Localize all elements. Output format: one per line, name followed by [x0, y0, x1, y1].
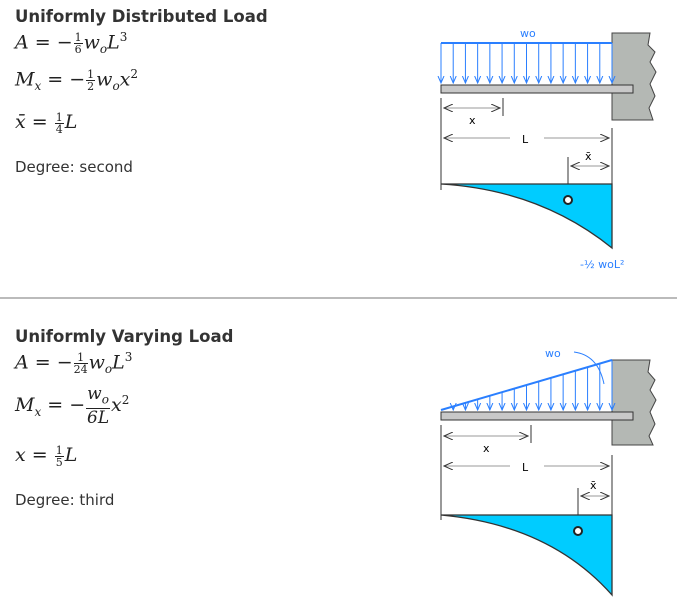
- formula-term: x: [34, 405, 42, 419]
- moment-area: [440, 183, 613, 250]
- denominator: 6: [74, 42, 82, 56]
- xbar-label: x̄: [590, 479, 597, 492]
- formula-term: o: [99, 42, 108, 57]
- beam: [440, 411, 634, 421]
- formula-term: x: [34, 79, 42, 94]
- formula-term: x: [15, 444, 26, 466]
- formula-term: 3: [119, 30, 128, 44]
- formula-term: o: [104, 362, 113, 377]
- formula-term: o: [112, 79, 120, 94]
- formula-term: L: [107, 31, 120, 54]
- formula-term: A: [15, 31, 29, 54]
- formula-term: M: [15, 394, 35, 417]
- section-title-uvl: Uniformly Varying Load: [15, 327, 234, 346]
- formula-term: = −: [41, 68, 86, 91]
- load-arrows: [453, 360, 612, 410]
- formula-term: 2: [121, 392, 130, 407]
- formula-term: = −: [28, 31, 73, 54]
- formula-term: A: [15, 351, 29, 374]
- L-dimension-label: L: [522, 133, 529, 146]
- denominator: 2: [87, 79, 95, 93]
- load-label: wo: [520, 27, 536, 40]
- udl-diagram: wo x L x̄ -½ woL²: [440, 27, 657, 271]
- numerator: 1: [54, 443, 64, 457]
- denominator: 6L: [87, 408, 110, 429]
- wall: [611, 32, 657, 121]
- load-label: wo: [545, 347, 561, 360]
- centroid-marker: [563, 195, 573, 205]
- formula-term: w: [96, 68, 113, 91]
- numerator: 1: [73, 30, 83, 44]
- L-dimension-label: L: [522, 461, 529, 474]
- section-title-udl: Uniformly Distributed Load: [15, 7, 268, 26]
- section-divider: [0, 297, 677, 299]
- formula-term: x̄: [15, 111, 26, 133]
- formula-term: L: [64, 444, 78, 466]
- degree-udl: Degree: second: [15, 158, 133, 176]
- formula-term: 2: [130, 67, 139, 81]
- x-dimension-label: x: [469, 114, 476, 127]
- centroid-marker: [573, 526, 583, 536]
- formula-term: w: [87, 384, 102, 404]
- formula-term: w: [83, 31, 100, 54]
- uvl-diagram: wo x L x̄: [440, 347, 657, 597]
- formula-term: = −: [41, 394, 86, 417]
- numerator: 1: [54, 110, 64, 124]
- formula-term: 3: [124, 350, 133, 364]
- wall: [611, 359, 657, 446]
- x-dimension-label: x: [483, 442, 490, 455]
- formula-term: w: [88, 351, 105, 374]
- formula-term: x: [110, 394, 122, 417]
- numerator: 1: [73, 352, 88, 364]
- formula-term: o: [101, 392, 109, 407]
- formula-term: x: [119, 68, 131, 91]
- moment-area: [440, 514, 613, 597]
- denominator: 24: [73, 362, 88, 376]
- load-arrows: [441, 43, 612, 83]
- moment-label: -½ woL²: [580, 258, 624, 271]
- denominator: 4: [55, 122, 63, 136]
- xbar-label: x̄: [585, 150, 592, 163]
- beam: [440, 84, 634, 94]
- degree-uvl: Degree: third: [15, 491, 115, 509]
- formula-term: L: [64, 111, 78, 133]
- numerator: 1: [86, 67, 96, 81]
- formula-term: =: [25, 444, 54, 466]
- formula-term: =: [25, 111, 54, 133]
- formula-term: L: [112, 351, 125, 374]
- numerator: wo: [86, 384, 110, 410]
- formula-term: = −: [28, 351, 73, 374]
- formula-term: M: [15, 68, 35, 91]
- denominator: 5: [55, 455, 63, 469]
